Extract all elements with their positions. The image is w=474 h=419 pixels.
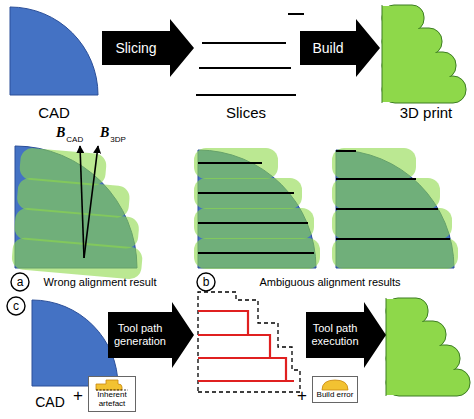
arrow-label: Tool path generation: [111, 322, 169, 347]
caption: Slices: [226, 105, 266, 122]
vector-subscript: CAD: [66, 136, 83, 145]
arrow-body: [306, 302, 386, 368]
block-arrow: Tool path generation: [108, 302, 194, 368]
wrong-alignment: [11, 146, 151, 280]
arrow-body: [300, 19, 380, 77]
plus-sign: +: [297, 387, 307, 406]
inset-label: Inherent artefact: [90, 391, 134, 409]
slice-lines: [196, 14, 304, 95]
inset-box: Inherent artefact: [88, 376, 136, 412]
print-shape: [382, 5, 466, 103]
vector-symbol: B: [100, 125, 109, 140]
arrow-label: Slicing: [105, 40, 167, 56]
panel-letter: b: [196, 272, 216, 292]
panel-letter-text: b: [203, 276, 210, 288]
cad-shape: [10, 7, 98, 95]
block-arrow: Tool path execution: [306, 302, 386, 368]
caption: CAD: [38, 105, 70, 122]
artefact-sample: [90, 378, 134, 391]
caption: 3D print: [400, 105, 453, 122]
vector-symbol: B: [56, 125, 65, 140]
ambiguous-alignment: [194, 148, 458, 269]
panel-letter: c: [6, 296, 26, 316]
panel-caption: Wrong alignment result: [44, 276, 157, 288]
print-shape: [386, 298, 470, 396]
error-sample: [314, 378, 356, 391]
panel-caption: Ambiguous alignment results: [259, 276, 400, 288]
cad-shape: [32, 300, 118, 386]
block-arrow: Build: [300, 19, 380, 77]
tool-path: [198, 292, 300, 392]
block-arrow: Slicing: [102, 19, 194, 77]
caption: CAD: [35, 395, 65, 410]
panel-letter-text: c: [13, 300, 19, 312]
arrow-label: Build: [303, 40, 353, 56]
plus-sign: +: [73, 387, 83, 406]
inset-label: Build error: [314, 391, 356, 400]
vector-subscript: 3DP: [110, 136, 126, 145]
arrow-body: [108, 302, 194, 368]
arrow-label: Tool path execution: [309, 322, 361, 347]
inset-box: Build error: [312, 376, 358, 403]
arrow-body: [102, 19, 194, 77]
panel-letter-text: a: [17, 276, 24, 288]
panel-letter: a: [10, 272, 30, 292]
